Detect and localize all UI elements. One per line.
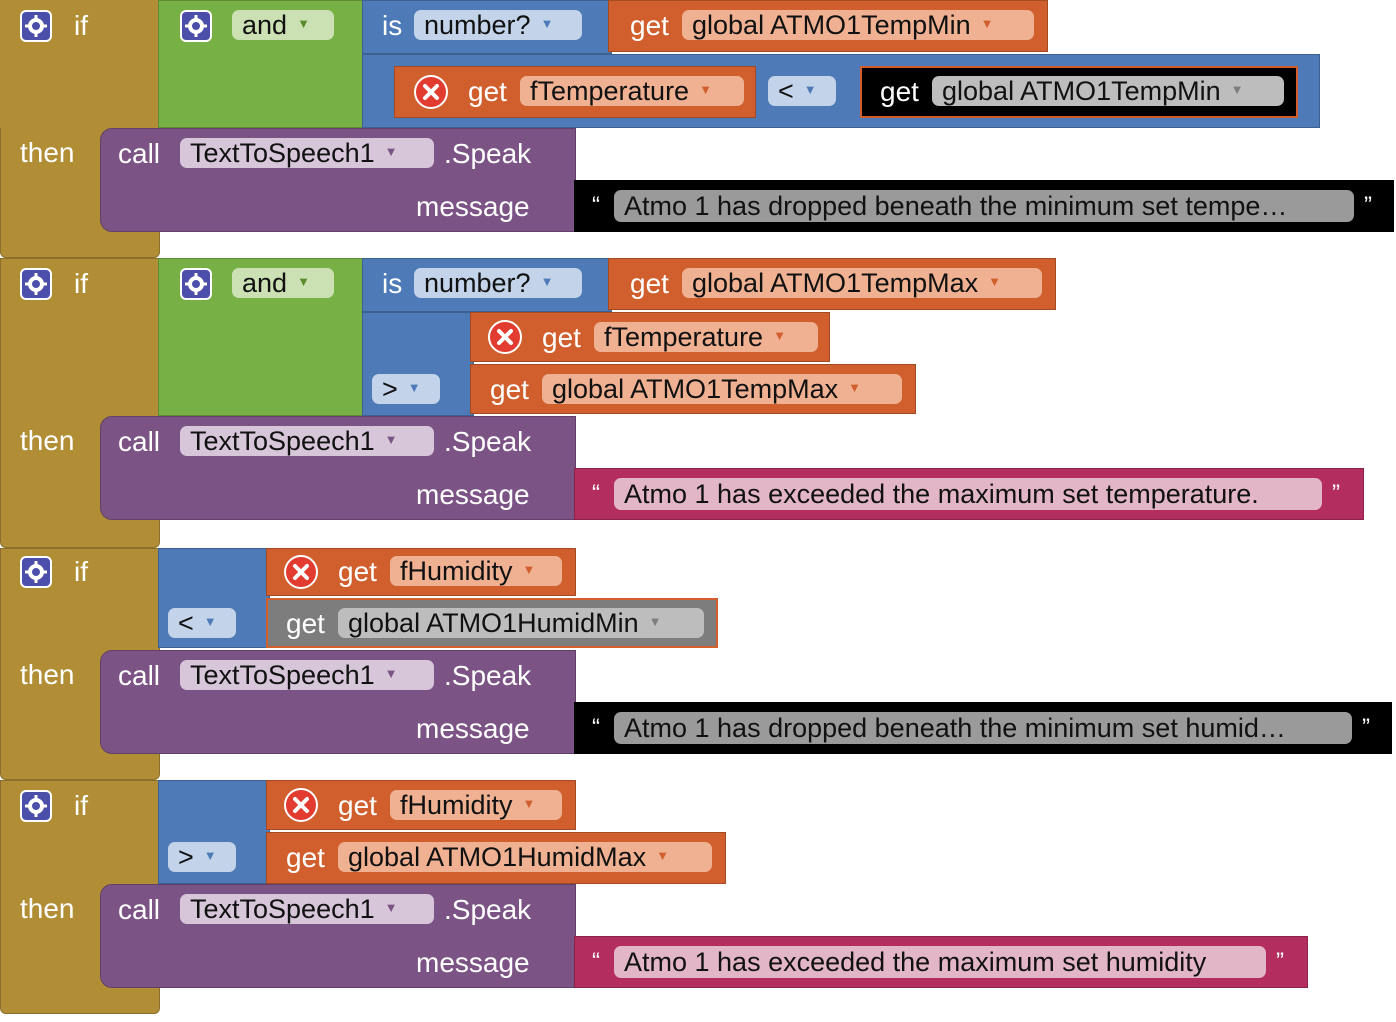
number-check-dropdown[interactable]: number?▼ xyxy=(414,10,582,40)
dropdown-arrow-icon: ▼ xyxy=(407,379,421,395)
error-x-icon[interactable] xyxy=(414,75,448,109)
get-label: get xyxy=(880,76,919,107)
get-label: get xyxy=(630,268,669,299)
text-string-field[interactable]: Atmo 1 has exceeded the maximum set temp… xyxy=(614,478,1322,510)
get-label: get xyxy=(286,842,325,873)
close-quote: ” xyxy=(1276,948,1284,975)
then-label: then xyxy=(20,425,75,456)
call-label: call xyxy=(118,426,161,457)
component-dropdown[interactable]: TextToSpeech1▼ xyxy=(180,138,434,168)
then-label: then xyxy=(20,659,75,690)
operator-dropdown[interactable]: >▼ xyxy=(372,374,440,404)
message-label: message xyxy=(416,191,530,222)
dropdown-arrow-icon: ▼ xyxy=(522,561,536,577)
gear-icon[interactable] xyxy=(180,268,212,300)
dropdown-arrow-icon: ▼ xyxy=(648,613,662,629)
message-label: message xyxy=(416,479,530,510)
dropdown-arrow-icon: ▼ xyxy=(203,613,217,629)
dropdown-arrow-icon: ▼ xyxy=(699,81,712,97)
close-quote: ” xyxy=(1362,714,1370,741)
dropdown-arrow-icon: ▼ xyxy=(773,327,786,343)
message-label: message xyxy=(416,713,530,744)
is-label: is xyxy=(382,10,403,41)
dropdown-arrow-icon: ▼ xyxy=(203,847,217,863)
component-dropdown[interactable]: TextToSpeech1▼ xyxy=(180,894,434,924)
gear-icon[interactable] xyxy=(20,10,52,42)
dropdown-arrow-icon: ▼ xyxy=(384,143,398,159)
call-label: call xyxy=(118,138,161,169)
message-label: message xyxy=(416,947,530,978)
method-label: .Speak xyxy=(444,138,532,169)
dropdown-arrow-icon: ▼ xyxy=(848,379,861,395)
method-label: .Speak xyxy=(444,426,532,457)
if-label: if xyxy=(74,556,88,587)
component-dropdown[interactable]: TextToSpeech1▼ xyxy=(180,426,434,456)
variable-dropdown[interactable]: global ATMO1HumidMin▼ xyxy=(338,608,704,638)
if-label: if xyxy=(74,268,88,299)
variable-dropdown[interactable]: global ATMO1TempMax▼ xyxy=(682,268,1042,298)
variable-dropdown[interactable]: global ATMO1HumidMax▼ xyxy=(338,842,712,872)
dropdown-arrow-icon: ▼ xyxy=(384,665,398,681)
error-x-icon[interactable] xyxy=(488,320,522,354)
open-quote: “ xyxy=(592,192,600,219)
gear-icon[interactable] xyxy=(20,556,52,588)
method-label: .Speak xyxy=(444,660,532,691)
if-label: if xyxy=(74,10,88,41)
error-x-icon[interactable] xyxy=(284,788,318,822)
dropdown-arrow-icon: ▼ xyxy=(297,15,310,31)
get-label: get xyxy=(338,790,377,821)
operator-dropdown[interactable]: <▼ xyxy=(768,76,836,106)
variable-dropdown[interactable]: global ATMO1TempMin▼ xyxy=(682,10,1034,40)
and-dropdown[interactable]: and▼ xyxy=(232,10,334,40)
variable-dropdown[interactable]: fHumidity▼ xyxy=(390,556,562,586)
operator-dropdown[interactable]: <▼ xyxy=(168,608,236,638)
then-label: then xyxy=(20,137,75,168)
text-string-field[interactable]: Atmo 1 has dropped beneath the minimum s… xyxy=(614,190,1354,222)
variable-dropdown[interactable]: global ATMO1TempMax▼ xyxy=(542,374,902,404)
dropdown-arrow-icon: ▼ xyxy=(980,15,994,31)
gear-icon[interactable] xyxy=(20,790,52,822)
dropdown-arrow-icon: ▼ xyxy=(1230,81,1244,97)
if-label: if xyxy=(74,790,88,821)
dropdown-arrow-icon: ▼ xyxy=(384,899,398,915)
component-dropdown[interactable]: TextToSpeech1▼ xyxy=(180,660,434,690)
and-dropdown[interactable]: and▼ xyxy=(232,268,334,298)
get-label: get xyxy=(338,556,377,587)
dropdown-arrow-icon: ▼ xyxy=(384,431,398,447)
get-label: get xyxy=(490,374,529,405)
dropdown-arrow-icon: ▼ xyxy=(540,273,554,289)
close-quote: ” xyxy=(1332,480,1340,507)
dropdown-arrow-icon: ▼ xyxy=(297,273,310,289)
is-label: is xyxy=(382,268,403,299)
operator-dropdown[interactable]: >▼ xyxy=(168,842,236,872)
get-label: get xyxy=(286,608,325,639)
call-label: call xyxy=(118,894,161,925)
variable-dropdown[interactable]: fTemperature▼ xyxy=(520,76,744,106)
call-label: call xyxy=(118,660,161,691)
gear-icon[interactable] xyxy=(180,10,212,42)
method-label: .Speak xyxy=(444,894,532,925)
open-quote: “ xyxy=(592,480,600,507)
text-string-field[interactable]: Atmo 1 has exceeded the maximum set humi… xyxy=(614,946,1266,978)
get-label: get xyxy=(630,10,669,41)
then-label: then xyxy=(20,893,75,924)
number-check-dropdown[interactable]: number?▼ xyxy=(414,268,582,298)
dropdown-arrow-icon: ▼ xyxy=(803,81,817,97)
open-quote: “ xyxy=(592,948,600,975)
get-label: get xyxy=(542,322,581,353)
dropdown-arrow-icon: ▼ xyxy=(656,847,669,863)
error-x-icon[interactable] xyxy=(284,555,318,589)
open-quote: “ xyxy=(592,714,600,741)
dropdown-arrow-icon: ▼ xyxy=(988,273,1001,289)
variable-dropdown[interactable]: global ATMO1TempMin▼ xyxy=(932,76,1284,106)
variable-dropdown[interactable]: fHumidity▼ xyxy=(390,790,562,820)
dropdown-arrow-icon: ▼ xyxy=(522,795,536,811)
variable-dropdown[interactable]: fTemperature▼ xyxy=(594,322,818,352)
close-quote: ” xyxy=(1364,192,1372,219)
get-label: get xyxy=(468,76,507,107)
text-string-field[interactable]: Atmo 1 has dropped beneath the minimum s… xyxy=(614,712,1352,744)
dropdown-arrow-icon: ▼ xyxy=(540,15,554,31)
gear-icon[interactable] xyxy=(20,268,52,300)
